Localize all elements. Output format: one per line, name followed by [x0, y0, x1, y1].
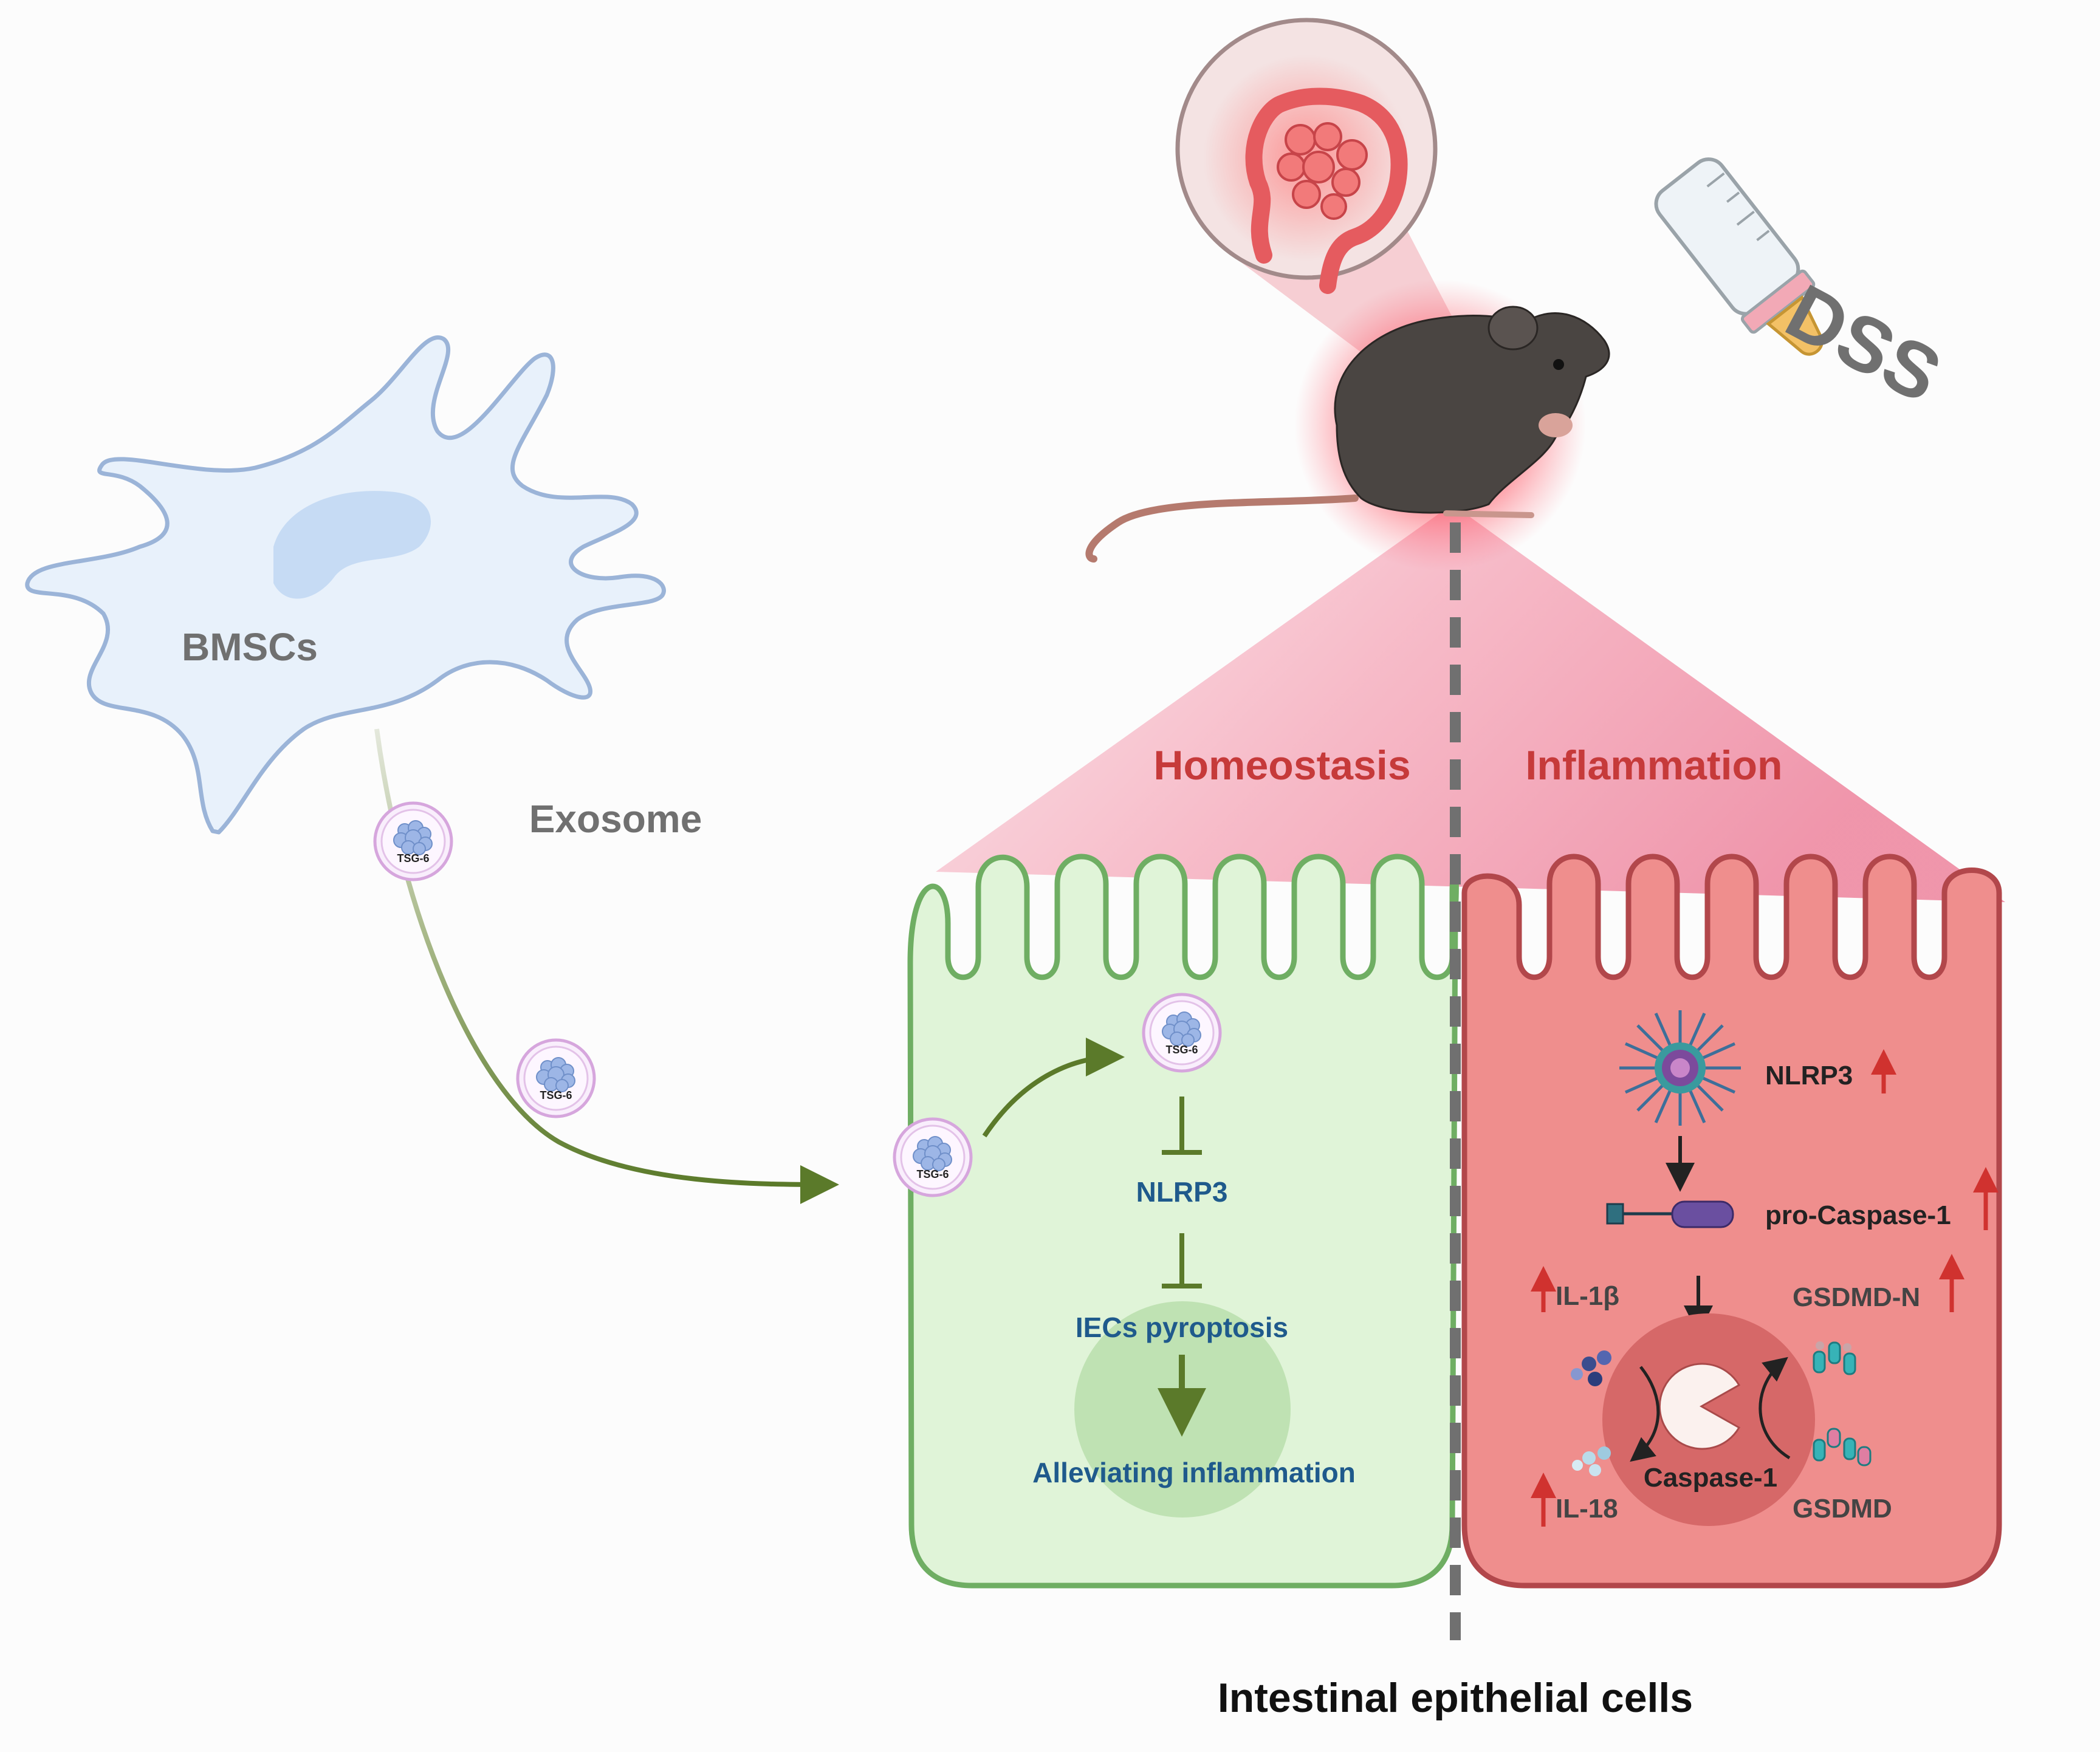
homeostasis-cell: [907, 854, 1459, 1589]
homeostasis-nlrp3-label: NLRP3: [1136, 1176, 1228, 1208]
cytokine-icon: [1572, 1446, 1611, 1476]
footer-title: Intestinal epithelial cells: [1218, 1675, 1693, 1721]
exosome-label: Exosome: [529, 797, 702, 841]
exosome-icon: TSG-6: [1144, 994, 1220, 1071]
cytokine-icon: [1571, 1350, 1611, 1386]
pro-caspase-icon: [1606, 1200, 1734, 1228]
il18-label: IL-18: [1556, 1494, 1618, 1524]
gsdmd-n-label: GSDMD-N: [1793, 1282, 1920, 1312]
tsg6-label: TSG-6: [1165, 1044, 1198, 1056]
inhibition-icon: [1162, 1233, 1202, 1288]
exosome-icon: TSG-6: [375, 803, 451, 880]
gsdmd-label: GSDMD: [1793, 1494, 1892, 1524]
bmsc-cell-icon: [25, 335, 666, 835]
gsdmd-cleavage-arrow: [1759, 1357, 1791, 1460]
il1b-maturation-arrow: [1630, 1366, 1660, 1462]
exosome-icon: TSG-6: [894, 1119, 971, 1196]
inhibition-icon: [1162, 1097, 1202, 1155]
mouse-icon: [1085, 279, 1610, 571]
inflammasome-icon: [1619, 1010, 1741, 1126]
uptake-arrow: [982, 1038, 1125, 1138]
il1b-label: IL-1β: [1556, 1281, 1619, 1311]
exosome-icon: TSG-6: [518, 1040, 594, 1117]
bmscs-label: BMSCs: [182, 625, 318, 669]
caspase-pacman-icon: [1658, 1363, 1741, 1450]
pro-caspase-label: pro-Caspase-1: [1765, 1200, 1951, 1230]
gsdmd-pore-icon: [1813, 1341, 1856, 1375]
tsg6-label: TSG-6: [540, 1089, 572, 1101]
tsg6-label: TSG-6: [397, 852, 429, 864]
inflammation-title: Inflammation: [1525, 742, 1782, 789]
colon-icon: [1203, 55, 1410, 294]
nucleus-icon: [273, 491, 431, 599]
alleviating-label: Alleviating inflammation: [1032, 1457, 1356, 1488]
nlrp3-label: NLRP3: [1765, 1061, 1853, 1090]
caspase-label: Caspase-1: [1644, 1463, 1777, 1493]
zoom-cone: [936, 504, 2005, 902]
tsg6-label: TSG-6: [916, 1168, 949, 1180]
milk-bottle-icon: [1654, 157, 1824, 356]
homeostasis-title: Homeostasis: [1153, 742, 1410, 789]
gsdmd-pore-icon: [1813, 1428, 1872, 1466]
pyroptosis-label: IECs pyroptosis: [1076, 1312, 1288, 1343]
